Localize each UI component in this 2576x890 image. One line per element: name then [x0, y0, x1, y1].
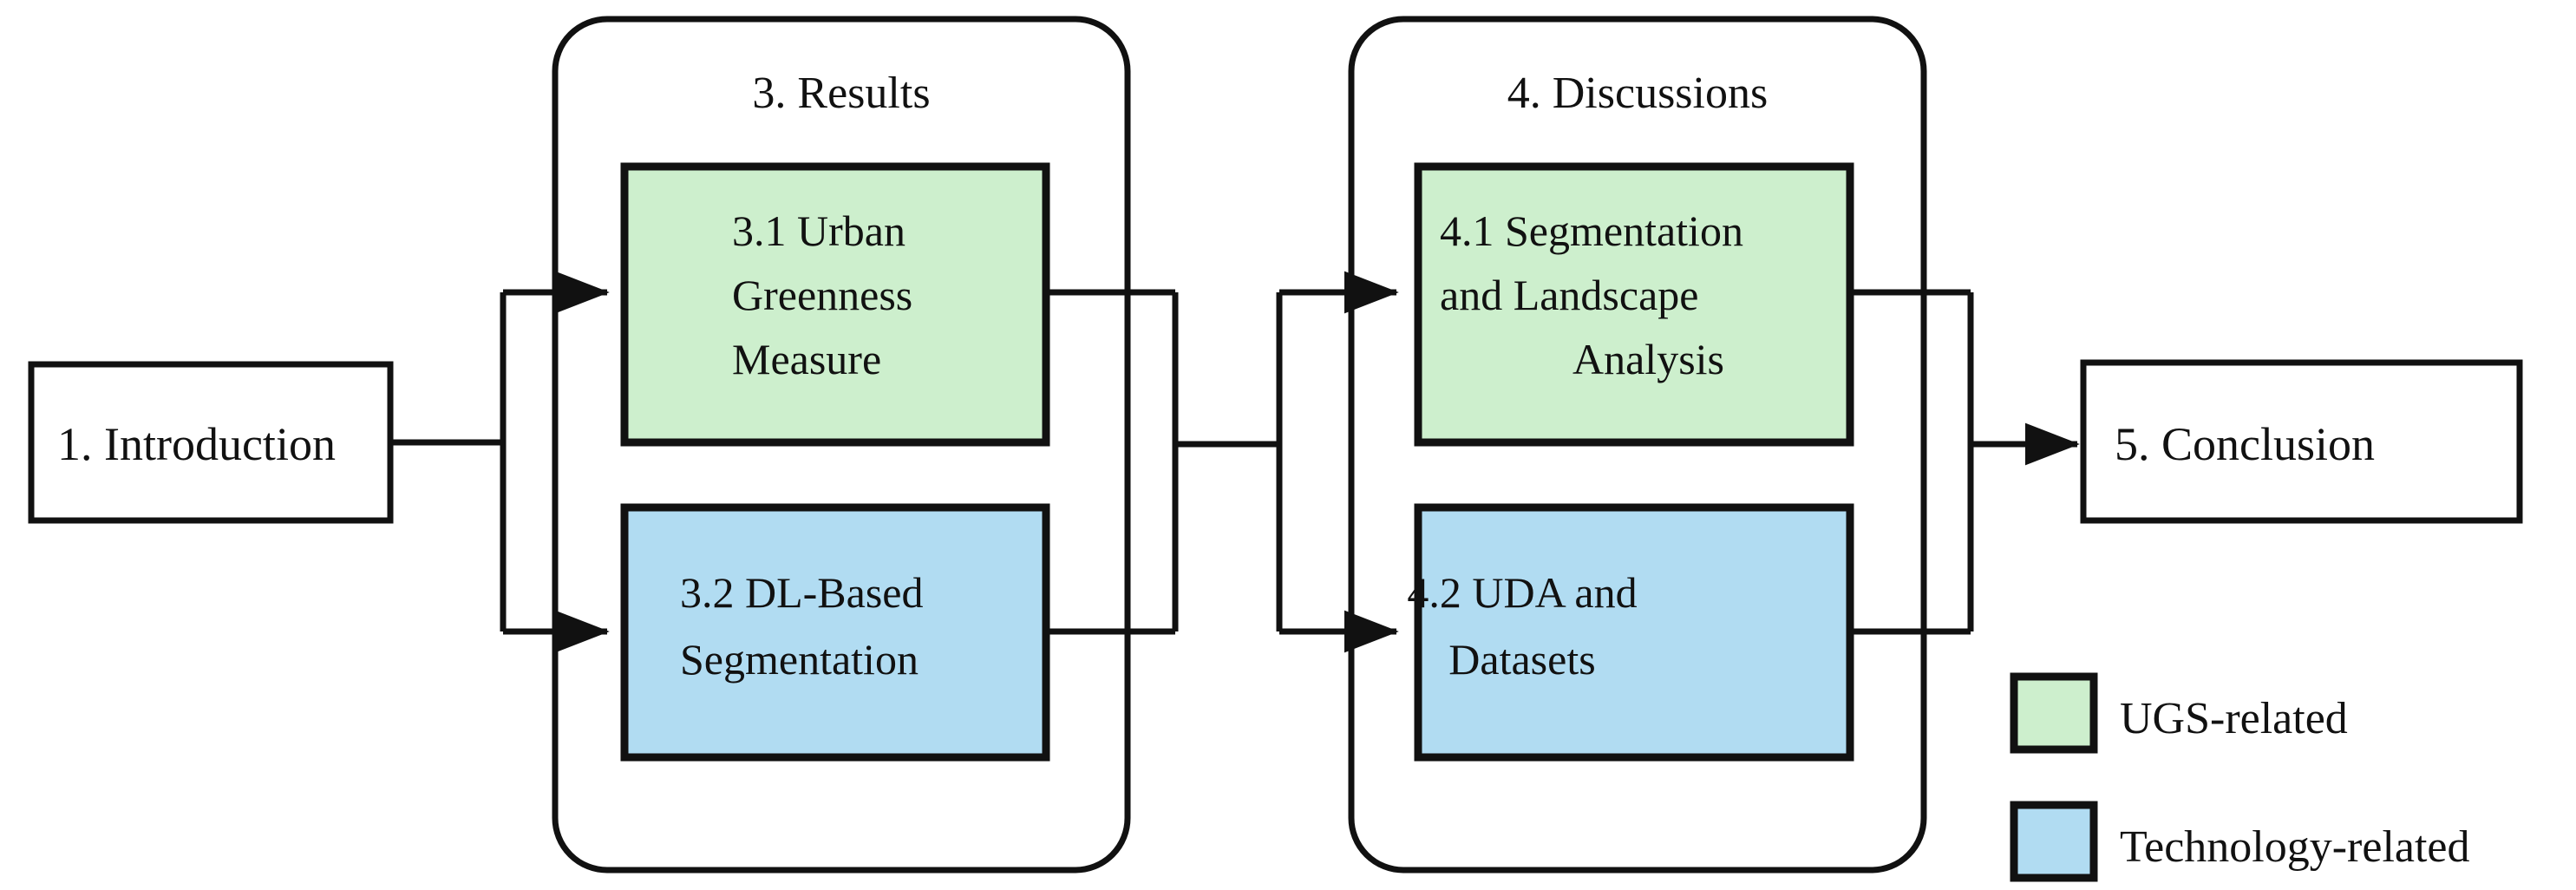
node-discussions-42[interactable]: 4.2 UDA and Datasets — [1407, 503, 1854, 762]
discussions-group-title: 4. Discussions — [1507, 69, 1768, 118]
group-results[interactable]: 3. Results — [552, 16, 1131, 874]
results-31-line1: 3.1 Urban — [732, 206, 906, 255]
node-results-32[interactable]: 3.2 DL-Based Segmentation — [620, 503, 1050, 762]
results-container-outline — [552, 16, 1131, 874]
legend-label-ugs: UGS-related — [2120, 694, 2348, 743]
legend-swatch-technology — [2010, 801, 2098, 882]
results-32-line1: 3.2 DL-Based — [680, 568, 924, 617]
discussions-41-line3: Analysis — [1572, 335, 1724, 383]
legend-label-technology: Technology-related — [2120, 822, 2470, 872]
results-31-line3: Measure — [732, 335, 881, 383]
results-32-line2: Segmentation — [680, 635, 919, 684]
group-discussions[interactable]: 4. Discussions — [1348, 16, 1927, 874]
results-32-box — [620, 503, 1050, 762]
discussions-42-line1: 4.2 UDA and — [1407, 568, 1637, 617]
results-31-line2: Greenness — [732, 271, 912, 319]
node-introduction[interactable]: 1. Introduction — [28, 361, 394, 524]
conclusion-box — [2080, 359, 2523, 524]
legend: UGS-related Technology-related — [2010, 672, 2470, 882]
discussions-41-line1: 4.1 Segmentation — [1440, 206, 1743, 255]
legend-swatch-ugs — [2010, 672, 2098, 754]
discussions-42-box — [1414, 503, 1854, 762]
legend-item-technology[interactable]: Technology-related — [2010, 801, 2470, 882]
discussions-41-line2: and Landscape — [1440, 271, 1698, 319]
results-group-title: 3. Results — [752, 69, 930, 118]
node-discussions-41[interactable]: 4.1 Segmentation and Landscape Analysis — [1414, 162, 1854, 447]
legend-item-ugs[interactable]: UGS-related — [2010, 672, 2348, 754]
discussions-41-box — [1414, 162, 1854, 447]
discussions-container-outline — [1348, 16, 1927, 874]
node-results-31[interactable]: 3.1 Urban Greenness Measure — [620, 162, 1050, 447]
introduction-label: 1. Introduction — [57, 418, 336, 470]
results-31-box — [620, 162, 1050, 447]
node-conclusion[interactable]: 5. Conclusion — [2080, 359, 2523, 524]
introduction-box — [28, 361, 394, 524]
discussions-42-line2: Datasets — [1448, 635, 1595, 684]
connector-layer — [390, 271, 2080, 653]
conclusion-label: 5. Conclusion — [2115, 418, 2375, 470]
